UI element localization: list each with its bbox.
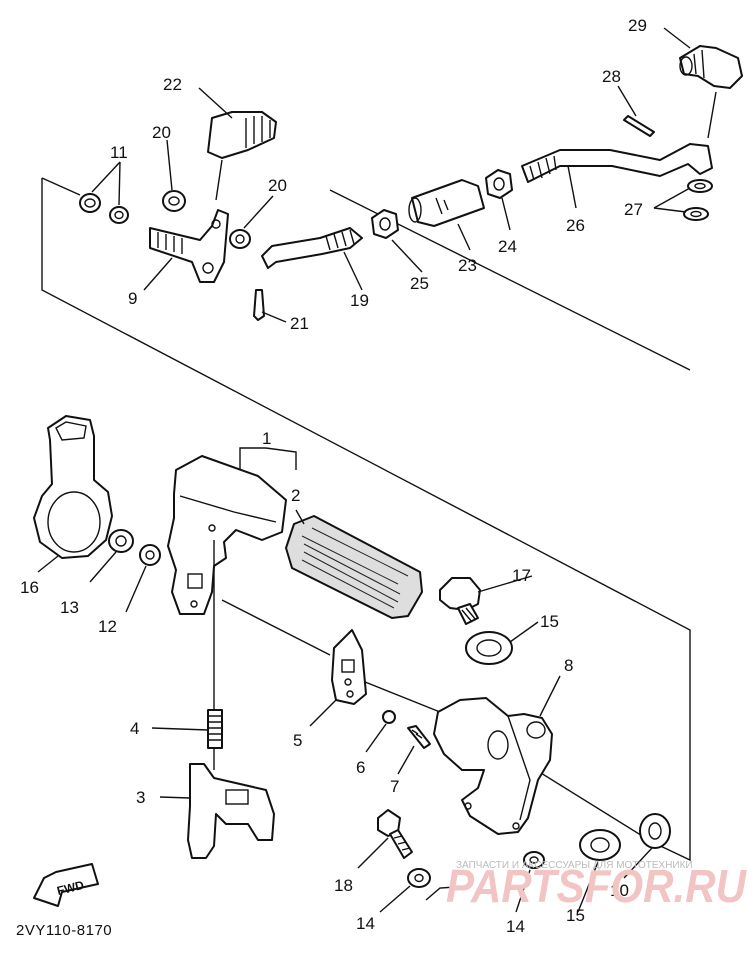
part-14-washers — [407, 851, 545, 888]
callout-3: 3 — [136, 788, 145, 807]
callout-15b: 15 — [566, 906, 585, 925]
part-11-washers — [79, 193, 129, 224]
part-23-turnbuckle — [408, 179, 485, 227]
part-6-ball — [382, 710, 396, 724]
callout-11: 11 — [110, 143, 128, 162]
part-26-rod — [521, 143, 713, 183]
callout-9: 9 — [128, 289, 137, 308]
watermark-caption: ЗАПЧАСТИ И АКСЕССУАРЫ ДЛЯ МОТОТЕХНИКИ — [456, 860, 693, 871]
callout-28: 28 — [602, 67, 621, 86]
callout-27: 27 — [624, 200, 643, 219]
callout-10: 10 — [610, 881, 629, 900]
callout-7: 7 — [390, 777, 399, 796]
callout-12: 12 — [98, 617, 117, 636]
callout-26: 26 — [566, 216, 585, 235]
diagram-code: 2VY110-8170 — [16, 922, 112, 939]
part-3-lever — [187, 763, 275, 859]
callout-25: 25 — [410, 274, 429, 293]
callout-23: 23 — [458, 256, 477, 275]
leader-lines — [37, 27, 717, 913]
part-15-washer-upper — [465, 631, 513, 665]
callout-14b: 14 — [506, 917, 525, 936]
callout-19: 19 — [350, 291, 369, 310]
part-8-bracket — [433, 697, 553, 835]
part-4-spring — [207, 540, 223, 770]
callout-21: 21 — [290, 314, 309, 333]
callout-16: 16 — [20, 578, 39, 597]
callout-4: 4 — [130, 719, 139, 738]
callout-24: 24 — [498, 237, 517, 256]
part-12-washer — [139, 544, 161, 566]
part-2-pedal-pad — [285, 515, 423, 619]
callout-18: 18 — [334, 876, 353, 895]
callout-5: 5 — [293, 731, 302, 750]
part-19-rod — [261, 227, 363, 269]
part-17-bolt — [439, 577, 481, 625]
callout-13: 13 — [60, 598, 79, 617]
part-5-plate — [331, 629, 367, 705]
part-25-nut — [371, 209, 399, 239]
callout-17: 17 — [512, 566, 531, 585]
callout-1: 1 — [262, 429, 271, 448]
part-15-washer-lower — [579, 829, 621, 861]
callout-20b: 20 — [268, 176, 287, 195]
part-16-boot — [33, 415, 113, 559]
part-29-elbow-boot — [679, 45, 743, 89]
callout-20a: 20 — [152, 123, 171, 142]
watermark-brand: PARTSFOR.RU — [446, 860, 748, 912]
part-20-washers — [162, 190, 251, 249]
assembly-frame — [41, 177, 691, 862]
part-10-washer — [639, 813, 671, 849]
callout-15a: 15 — [540, 612, 559, 631]
fwd-label: FWD — [55, 878, 85, 898]
part-7-screw — [407, 725, 431, 749]
callout-2: 2 — [291, 486, 300, 505]
callout-labels: 1 2 3 4 5 6 7 8 9 10 11 12 13 14 14 15 1… — [20, 16, 647, 936]
callout-6: 6 — [356, 758, 365, 777]
part-24-nut — [485, 169, 513, 199]
callout-22: 22 — [163, 75, 182, 94]
callout-14a: 14 — [356, 914, 375, 933]
part-28-pin — [623, 115, 655, 137]
callout-8: 8 — [564, 656, 573, 675]
part-13-collar — [108, 529, 134, 553]
part-21-cotter-pin — [253, 289, 265, 321]
part-22-boot — [207, 111, 277, 159]
part-27-washers — [683, 179, 713, 221]
part-1-pedal — [167, 455, 287, 615]
fwd-arrow-icon: FWD — [33, 863, 99, 907]
callout-29: 29 — [628, 16, 647, 35]
part-9-pivot-shaft — [149, 209, 229, 283]
part-18-bolt — [377, 809, 413, 859]
